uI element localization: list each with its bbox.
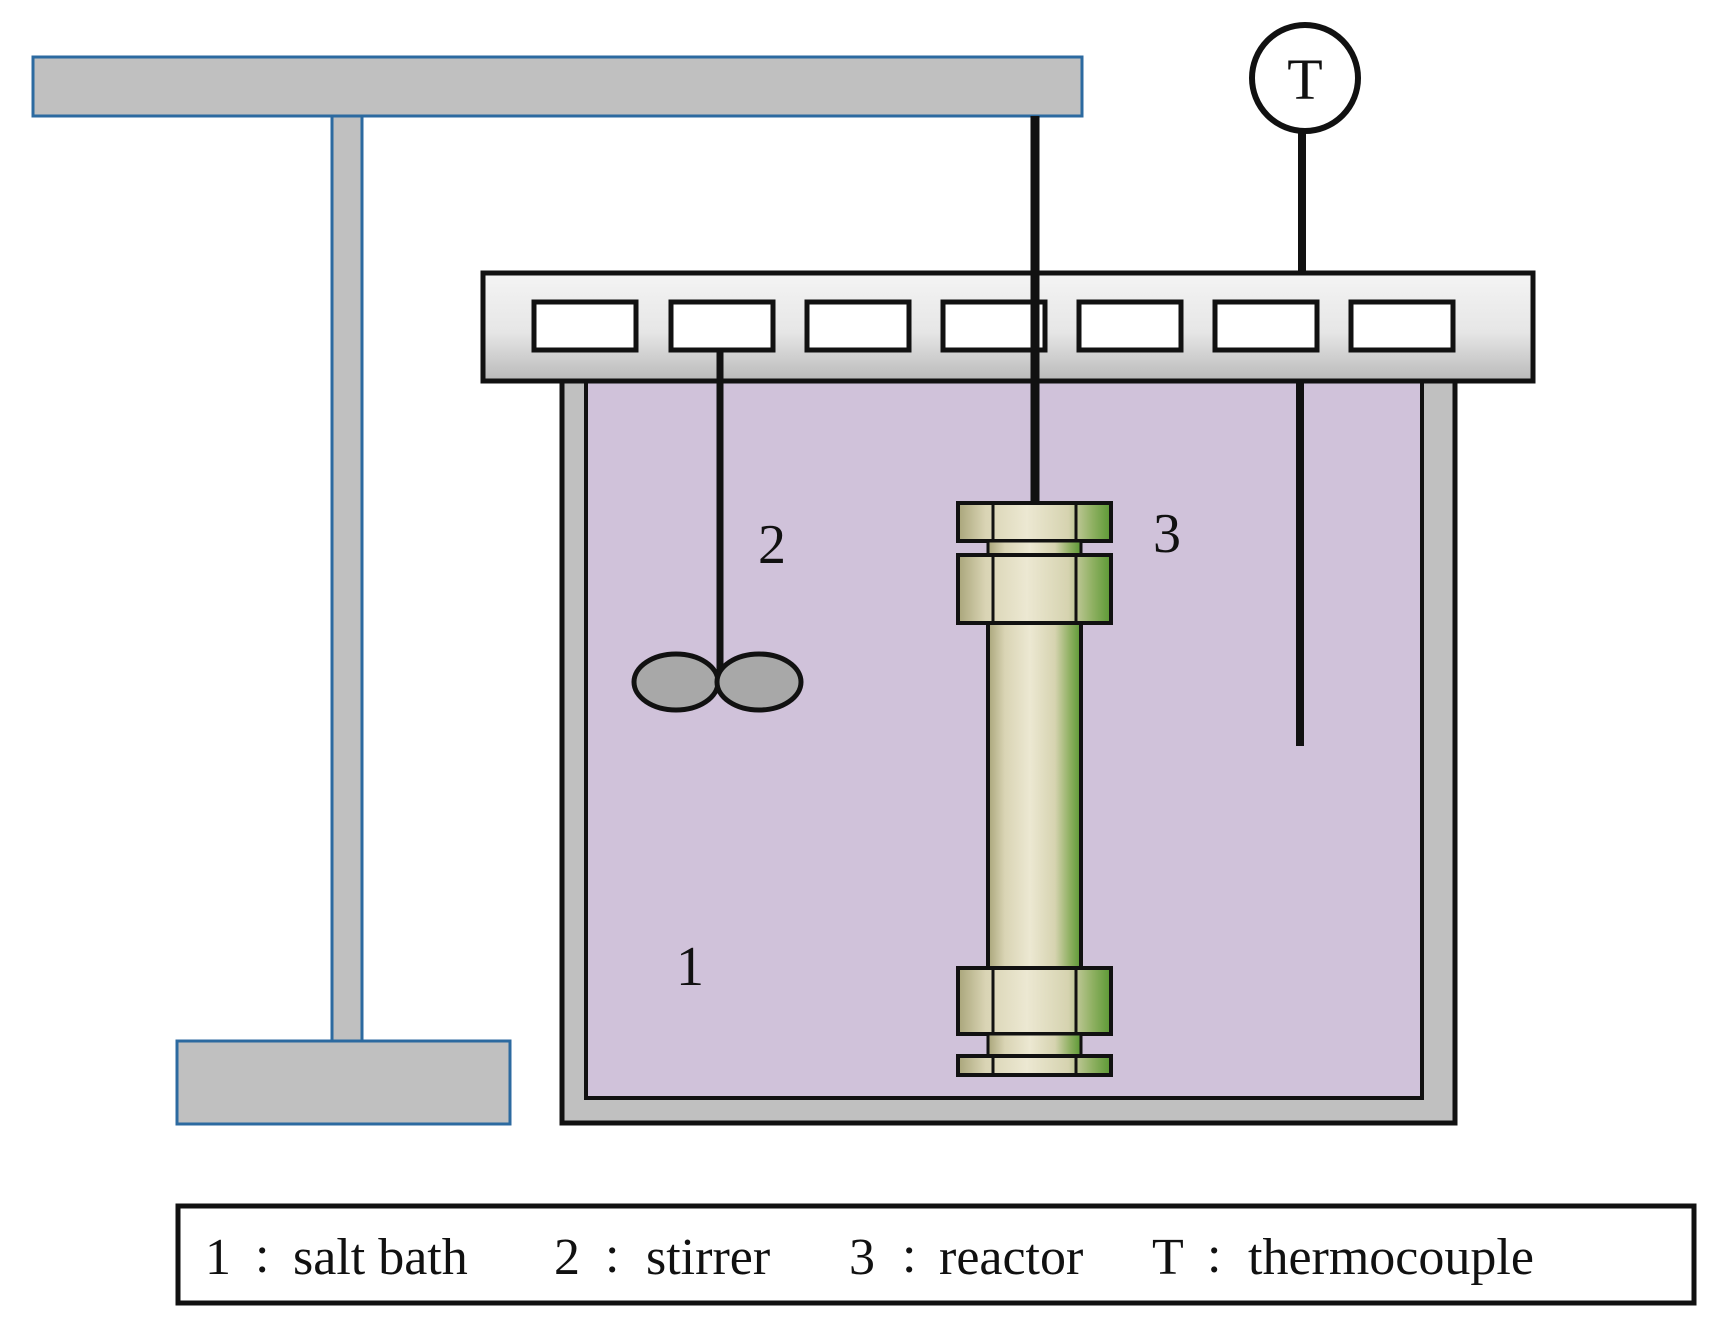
legend-text: thermocouple — [1248, 1229, 1534, 1286]
lid-slot — [1076, 299, 1184, 353]
reactor-bottom-cap — [956, 1054, 1113, 1077]
support-stand — [31, 55, 1084, 1126]
legend-separator: : — [1207, 1227, 1221, 1284]
reactor-tube — [986, 621, 1083, 970]
label-reactor-number: 3 — [1153, 503, 1181, 565]
reactor-top-neck — [986, 539, 1083, 557]
thermocouple-gauge-label: T — [1287, 47, 1322, 112]
stand-base — [175, 1039, 512, 1126]
stirrer-blade-right — [714, 651, 804, 713]
reactor-top-nut — [956, 553, 1113, 625]
legend-key: T — [1152, 1229, 1184, 1286]
lid-slot — [1348, 299, 1456, 353]
legend-key: 3 — [849, 1229, 875, 1286]
legend-key: 2 — [554, 1229, 580, 1286]
stirrer — [631, 350, 804, 713]
lid-slot — [531, 299, 639, 353]
lid-slot — [1212, 299, 1320, 353]
reactor-bottom-nut — [956, 966, 1113, 1036]
legend-separator: : — [605, 1227, 619, 1284]
stand-arm — [31, 55, 1084, 118]
stirrer-blade-left — [631, 651, 721, 713]
label-stirrer-number: 2 — [758, 514, 786, 576]
stand-post — [330, 114, 364, 1043]
lid-slot — [940, 299, 1048, 353]
thermocouple: T — [1249, 22, 1361, 746]
reactor — [956, 501, 1113, 1077]
lid-slot — [668, 299, 776, 353]
legend-separator: : — [255, 1227, 269, 1284]
reactor-bottom-neck — [986, 1032, 1083, 1058]
legend-box — [175, 1203, 1697, 1306]
legend: 1 : salt bath 2 : stirrer 3 : reactor T … — [175, 1203, 1697, 1306]
lid-slot — [804, 299, 912, 353]
legend-text: salt bath — [293, 1229, 468, 1286]
legend-key: 1 — [205, 1229, 231, 1286]
reactor-top-cap — [956, 501, 1113, 543]
legend-separator: : — [902, 1227, 916, 1284]
vessel-lid — [480, 270, 1536, 384]
legend-text: stirrer — [646, 1229, 770, 1286]
label-bath-number: 1 — [676, 936, 704, 998]
legend-text: reactor — [939, 1229, 1083, 1286]
